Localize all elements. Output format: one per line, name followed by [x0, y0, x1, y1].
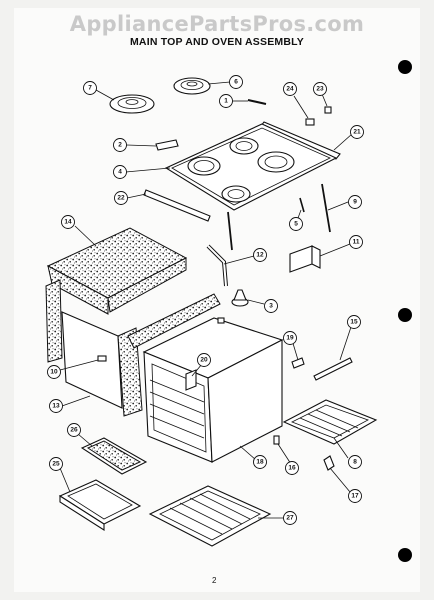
svg-text:13: 13: [52, 403, 60, 410]
callout-24: 24: [283, 82, 297, 96]
site-watermark: AppliancePartsPros.com: [69, 12, 365, 36]
callout-2: 2: [113, 138, 127, 152]
svg-text:14: 14: [64, 219, 72, 226]
svg-text:2: 2: [118, 142, 122, 149]
part-clip-24: [305, 118, 315, 126]
binder-hole-bottom: [398, 548, 412, 562]
part-broiler-pan: [58, 479, 142, 532]
callout-11: 11: [349, 235, 363, 249]
part-broiler-grid: [80, 437, 148, 475]
callout-6: 6: [229, 75, 243, 89]
callout-9: 9: [348, 195, 362, 209]
part-cooktop: [164, 123, 338, 211]
svg-text:18: 18: [256, 459, 264, 466]
part-hinge-2: [155, 139, 179, 151]
binder-hole-middle: [398, 308, 412, 322]
part-clip-23: [324, 106, 332, 114]
svg-text:16: 16: [288, 465, 296, 472]
part-clip-19: [291, 357, 305, 369]
svg-text:8: 8: [353, 459, 357, 466]
svg-text:26: 26: [70, 427, 78, 434]
diagram-title: MAIN TOP AND OVEN ASSEMBLY: [129, 36, 304, 48]
callout-22: 22: [114, 191, 128, 205]
callout-21: 21: [350, 125, 364, 139]
callout-14: 14: [61, 215, 75, 229]
part-trim-strip-front: [143, 189, 211, 222]
part-bracket-20: [185, 369, 197, 391]
callout-23: 23: [313, 82, 327, 96]
part-terminal-block: [289, 245, 313, 273]
svg-text:6: 6: [234, 79, 238, 86]
callout-4: 4: [113, 165, 127, 179]
page-number: 2: [212, 576, 217, 585]
svg-text:5: 5: [294, 221, 298, 228]
callout-27: 27: [283, 511, 297, 525]
callout-12: 12: [253, 248, 267, 262]
svg-text:21: 21: [353, 129, 361, 136]
callout-5: 5: [289, 217, 303, 231]
binder-hole-top: [398, 60, 412, 74]
part-rack-guide: [313, 357, 353, 381]
svg-text:15: 15: [350, 319, 358, 326]
part-insulation-wrap: [45, 279, 221, 417]
part-clip-17: [323, 455, 335, 471]
part-drip-bowl-large: [109, 94, 155, 114]
callout-19: 19: [283, 331, 297, 345]
svg-text:23: 23: [316, 86, 324, 93]
callout-25: 25: [49, 457, 63, 471]
svg-text:17: 17: [351, 493, 359, 500]
svg-text:20: 20: [200, 357, 208, 364]
callout-15: 15: [347, 315, 361, 329]
callout-3: 3: [264, 299, 278, 313]
svg-text:7: 7: [88, 85, 92, 92]
part-sensor-3: [231, 289, 249, 307]
callout-13: 13: [49, 399, 63, 413]
part-bracket-1: [247, 99, 267, 105]
part-clip-16: [273, 435, 280, 445]
svg-text:25: 25: [52, 461, 60, 468]
part-pin-5: [299, 197, 305, 213]
part-support-rod-front: [227, 211, 233, 251]
leader-lines: [59, 81, 353, 519]
svg-text:12: 12: [256, 252, 264, 259]
svg-text:4: 4: [118, 169, 122, 176]
part-clip-10: [97, 355, 107, 362]
callout-1: 1: [219, 94, 233, 108]
svg-text:11: 11: [353, 239, 360, 246]
callout-8: 8: [348, 455, 362, 469]
callout-20: 20: [197, 353, 211, 367]
svg-text:22: 22: [117, 195, 125, 202]
svg-text:24: 24: [286, 86, 294, 93]
callout-17: 17: [348, 489, 362, 503]
part-oven-cavity: [142, 317, 284, 463]
svg-text:1: 1: [224, 98, 228, 105]
callout-16: 16: [285, 461, 299, 475]
svg-text:3: 3: [269, 303, 273, 310]
part-support-rod-9: [321, 183, 331, 233]
callout-7: 7: [83, 81, 97, 95]
callout-26: 26: [67, 423, 81, 437]
part-broil-rack: [282, 399, 378, 445]
callout-18: 18: [253, 455, 267, 469]
part-oven-rack: [148, 485, 272, 547]
svg-text:27: 27: [286, 515, 294, 522]
part-insulation-top: [46, 227, 188, 315]
svg-text:19: 19: [286, 335, 294, 342]
part-bent-rod: [206, 244, 228, 287]
part-drip-bowl-small: [173, 77, 211, 95]
svg-text:10: 10: [50, 369, 58, 376]
callout-10: 10: [47, 365, 61, 379]
svg-text:9: 9: [353, 199, 357, 206]
